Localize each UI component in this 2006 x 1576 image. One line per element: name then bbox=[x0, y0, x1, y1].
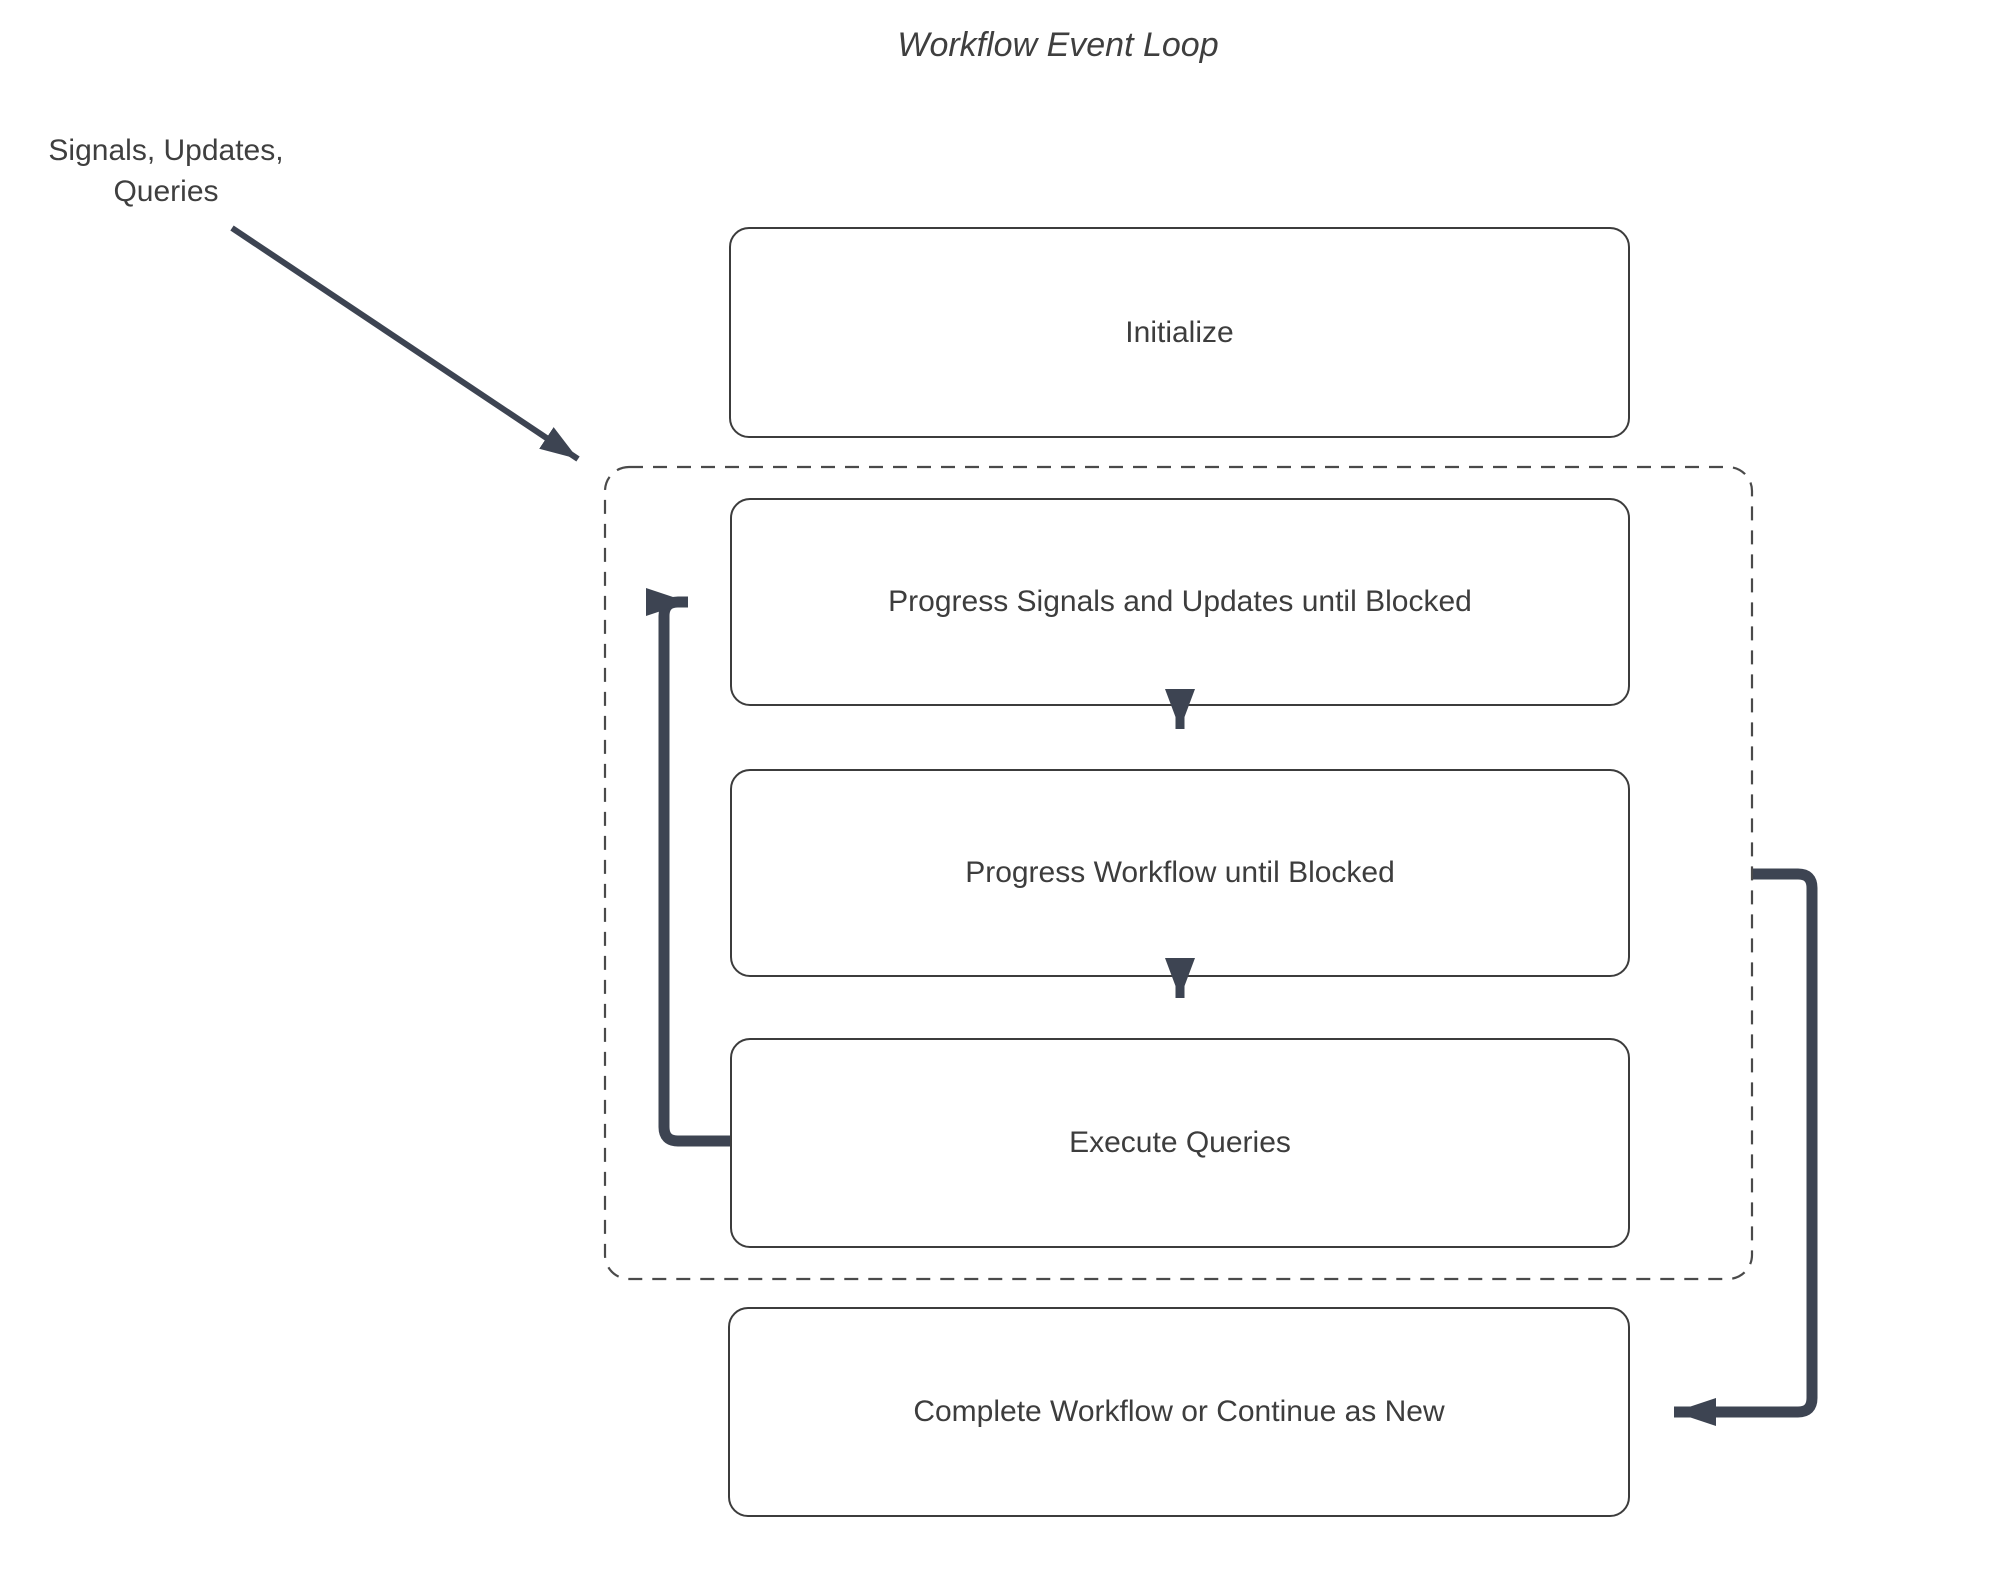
node-execute-queries-label: Execute Queries bbox=[1069, 1126, 1291, 1159]
node-complete-workflow-label: Complete Workflow or Continue as New bbox=[913, 1395, 1445, 1428]
loop-back-arrow bbox=[646, 588, 730, 1147]
diagram-title: Workflow Event Loop bbox=[897, 26, 1219, 64]
node-complete-workflow: Complete Workflow or Continue as New bbox=[728, 1307, 1630, 1517]
node-execute-queries: Execute Queries bbox=[730, 1038, 1630, 1248]
node-initialize-label: Initialize bbox=[1125, 315, 1234, 349]
signals-updates-queries-label: Signals, Updates, Queries bbox=[48, 134, 284, 208]
node-progress-workflow-label: Progress Workflow until Blocked bbox=[965, 856, 1395, 889]
node-initialize: Initialize bbox=[729, 227, 1630, 438]
node-progress-signals-label: Progress Signals and Updates until Block… bbox=[888, 585, 1472, 618]
node-progress-workflow: Progress Workflow until Blocked bbox=[730, 769, 1630, 977]
continue-as-new-arrow bbox=[1674, 868, 1818, 1426]
signals-input-arrow bbox=[230, 225, 580, 462]
node-progress-signals: Progress Signals and Updates until Block… bbox=[730, 498, 1630, 706]
